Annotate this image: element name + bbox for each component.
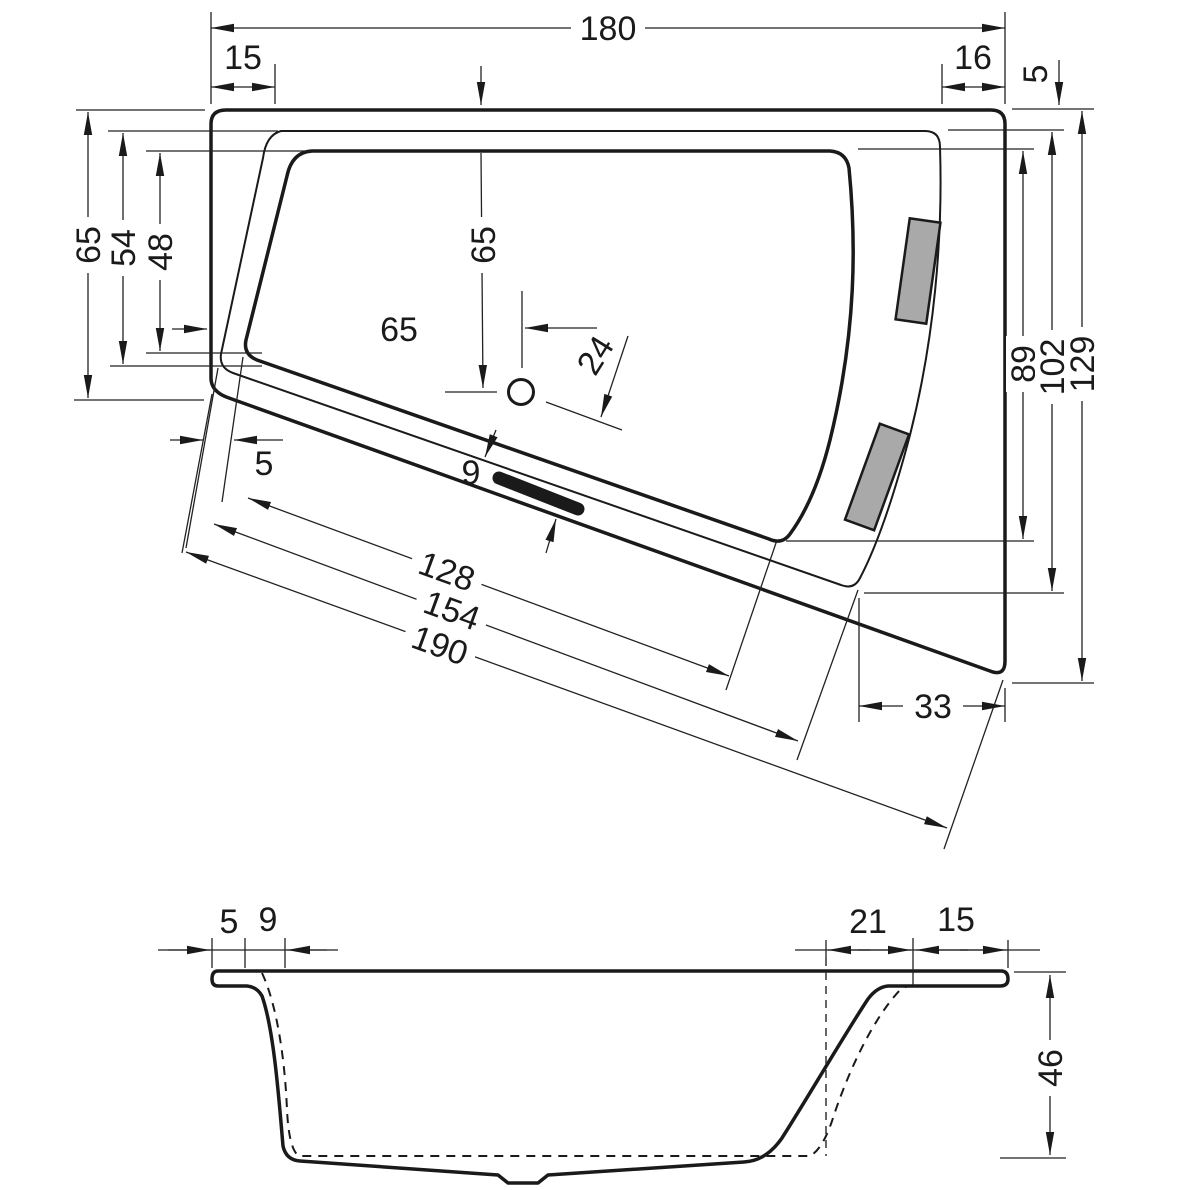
dim-5-top-right: 5 [1017, 60, 1064, 105]
basin-outline [243, 149, 855, 543]
mid-rim-line [219, 130, 942, 588]
dim-180: 180 [211, 10, 1005, 48]
drain-icon [507, 378, 535, 406]
outer-rim-outline [209, 108, 1007, 675]
section-profile-outline [210, 969, 1010, 1185]
dim-5-bottom-left-label: 5 [255, 445, 274, 483]
section-dim-21-15: 21 15 [795, 901, 1040, 955]
plan-view: 180 15 16 5 65 [70, 10, 1102, 850]
overflow-slot-icon [492, 471, 585, 516]
dim-33-label: 33 [914, 688, 952, 726]
dim-16-label: 16 [954, 39, 992, 77]
dim-54-left: 54 [105, 133, 143, 364]
dim-89-right: 89 [1005, 151, 1043, 539]
headrest-upper [894, 216, 942, 326]
section-dim-46: 46 [1032, 975, 1070, 1155]
section-dim-15-label: 15 [937, 901, 975, 939]
dim-128: 128 [247, 497, 730, 677]
dim-48-left-label: 48 [142, 233, 180, 271]
dim-129-right: 129 [1064, 111, 1102, 681]
section-dim-21-label: 21 [849, 903, 887, 941]
dim-65-drain-vertical: 65 [465, 66, 503, 389]
dim-65-left: 65 [70, 112, 108, 398]
section-dim-5-9: 5 9 [158, 901, 338, 955]
dim-54-left-label: 54 [105, 229, 143, 267]
dim-65-drain-vertical-label: 65 [465, 226, 503, 264]
dim-5-top-right-label: 5 [1017, 65, 1055, 84]
section-interior-dashed-line [261, 972, 912, 1157]
dim-180-label: 180 [580, 10, 637, 48]
section-dim-46-label: 46 [1032, 1049, 1070, 1087]
dim-24: 24 [570, 329, 629, 418]
dim-190: 190 [185, 551, 948, 829]
dim-5-bottom-left: 5 [170, 435, 283, 483]
dim-129-label: 129 [1064, 336, 1102, 393]
dim-65-left-label: 65 [70, 226, 108, 264]
dim-15-label: 15 [224, 39, 262, 77]
section-extension-lines [211, 938, 1066, 1159]
dim-48-left: 48 [142, 153, 180, 351]
dim-154: 154 [213, 523, 799, 742]
dim-65-drain-horizontal-label: 65 [380, 311, 418, 349]
section-dim-5-label: 5 [220, 903, 239, 941]
dim-33: 33 [859, 688, 1005, 726]
dim-24-label: 24 [570, 329, 622, 381]
dim-15: 15 [211, 39, 275, 92]
dim-65-drain-horizontal: 65 [172, 311, 597, 349]
headrest-lower [843, 422, 911, 532]
dim-9-apron-label: 9 [462, 454, 481, 492]
section-dim-9-label: 9 [259, 901, 278, 939]
section-view: 5 9 21 15 46 [158, 901, 1070, 1185]
dim-16: 16 [942, 39, 1005, 92]
